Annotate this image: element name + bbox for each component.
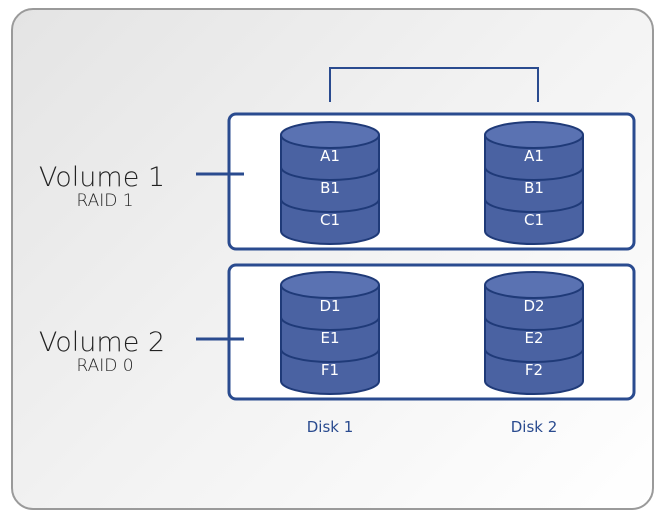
segment-label: A1 xyxy=(524,147,544,165)
segment-divider xyxy=(280,198,380,213)
disk-top xyxy=(484,271,584,299)
segment-label: D2 xyxy=(523,297,544,315)
volume-1-title: Volume 1 xyxy=(39,162,165,193)
segment-label: E2 xyxy=(524,329,543,347)
segment-label: C1 xyxy=(320,211,340,229)
disk-top xyxy=(484,121,584,149)
segment-label: A1 xyxy=(320,147,340,165)
segment-label: C1 xyxy=(524,211,544,229)
segment-divider xyxy=(484,166,584,181)
segment-divider xyxy=(280,348,380,363)
disk-1-volume-2-body xyxy=(280,285,380,395)
segment-label: B1 xyxy=(524,179,544,197)
segment-label: D1 xyxy=(319,297,340,315)
disk-1-volume-1-body xyxy=(280,135,380,245)
disk-2-volume-1-body xyxy=(484,135,584,245)
diagram-frame xyxy=(11,8,654,510)
disk-top xyxy=(280,121,380,149)
segment-divider xyxy=(484,316,584,331)
disk-2-volume-2-body xyxy=(484,285,584,395)
disk-top xyxy=(280,271,380,299)
volume-1-raid-level: RAID 1 xyxy=(76,191,133,211)
volume-2-title: Volume 2 xyxy=(39,327,165,358)
segment-label: B1 xyxy=(320,179,340,197)
segment-label: F2 xyxy=(525,361,543,379)
mirror-connector xyxy=(329,67,539,102)
disk-2-label: Disk 2 xyxy=(511,418,558,436)
disk-1-label: Disk 1 xyxy=(307,418,354,436)
segment-divider xyxy=(484,348,584,363)
segment-label: F1 xyxy=(321,361,339,379)
segment-divider xyxy=(280,166,380,181)
volume-2-raid-level: RAID 0 xyxy=(76,356,133,376)
segment-divider xyxy=(280,316,380,331)
segment-divider xyxy=(484,198,584,213)
segment-label: E1 xyxy=(320,329,339,347)
